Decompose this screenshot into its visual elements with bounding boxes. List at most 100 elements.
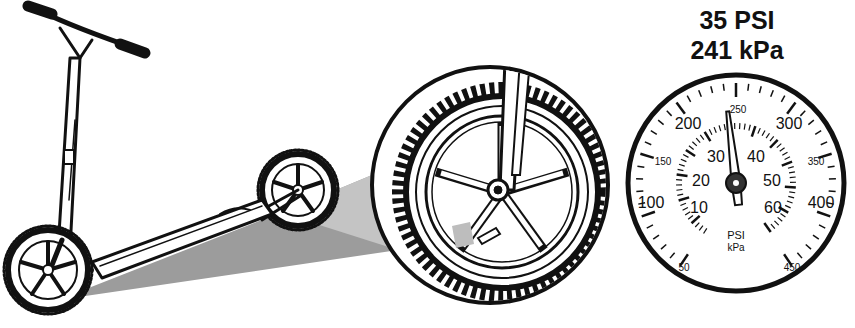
kpa-tick — [735, 83, 738, 97]
kpa-scale-number: 100 — [638, 195, 665, 211]
psi-tick — [778, 217, 783, 221]
spokes — [274, 165, 322, 211]
kpa-tick — [711, 86, 713, 93]
zoom-detail — [398, 60, 606, 296]
kpa-scale-number: 450 — [784, 263, 801, 273]
psi-tick — [676, 179, 682, 181]
psi-tick — [692, 216, 700, 223]
psi-tick — [780, 148, 785, 152]
deck — [92, 200, 272, 278]
psi-tick — [683, 155, 688, 158]
kpa-tick — [819, 225, 825, 228]
psi-tick — [677, 194, 683, 195]
kpa-tick — [642, 212, 655, 217]
psi-tick — [764, 223, 770, 232]
psi-scale-number: 50 — [763, 173, 781, 189]
psi-tick — [683, 208, 688, 211]
kpa-tick — [797, 253, 802, 258]
psi-tick — [681, 159, 687, 161]
kpa-tick — [699, 90, 702, 96]
kpa-scale-number: 250 — [730, 105, 747, 115]
psi-tick — [689, 146, 694, 150]
kpa-tick — [787, 103, 795, 114]
psi-tick — [734, 123, 735, 129]
column — [58, 58, 80, 250]
psi-tick — [790, 182, 796, 183]
psi-tick — [785, 205, 790, 207]
grip — [28, 6, 52, 14]
psi-tick — [696, 138, 700, 142]
kpa-tick — [667, 111, 672, 116]
psi-tick — [686, 150, 695, 156]
kpa-tick — [661, 245, 666, 250]
kpa-tick — [771, 90, 774, 96]
kpa-tick — [817, 212, 830, 217]
unit-label: kPa — [727, 243, 744, 253]
kpa-tick — [781, 96, 784, 102]
psi-tick — [789, 172, 795, 173]
kpa-tick — [723, 84, 725, 91]
psi-tick — [770, 140, 778, 148]
kpa-tick — [670, 253, 675, 258]
psi-tick — [676, 189, 682, 191]
kpa-tick — [636, 190, 643, 192]
kpa-tick — [828, 166, 835, 167]
psi-tick — [782, 162, 792, 166]
psi-tick — [787, 201, 793, 203]
psi-scale-number: 10 — [690, 200, 708, 216]
kpa-tick — [677, 103, 685, 114]
spokes — [21, 242, 75, 294]
reading-psi: 35 PSI — [699, 8, 774, 33]
kpa-tick — [829, 190, 836, 192]
psi-scale-number: 60 — [764, 200, 782, 216]
gauge-knob — [726, 173, 746, 193]
kpa-tick — [821, 142, 827, 145]
kpa-scale-number: 350 — [808, 157, 825, 167]
psi-tick — [680, 203, 686, 205]
kpa-tick — [808, 120, 813, 124]
rim — [19, 241, 77, 299]
psi-tick — [777, 144, 782, 148]
psi-tick — [766, 133, 769, 138]
psi-tick — [771, 224, 775, 229]
kpa-tick — [636, 178, 643, 180]
zoom-beam — [58, 160, 408, 300]
kpa-tick — [653, 235, 659, 239]
kpa-scale-number: 400 — [808, 195, 835, 211]
psi-tick — [700, 135, 704, 140]
psi-tick — [709, 129, 712, 134]
psi-tick — [774, 221, 778, 225]
kpa-scale-number: 150 — [655, 157, 672, 167]
gauge-face — [628, 75, 844, 291]
psi-tick — [699, 226, 703, 231]
psi-tick — [677, 174, 688, 176]
kpa-tick — [747, 84, 749, 91]
gauge-pin — [733, 180, 739, 186]
kpa-tick — [813, 235, 819, 239]
tire — [8, 230, 88, 310]
unit-label: PSI — [727, 230, 745, 241]
psi-tick — [679, 164, 685, 166]
zoom-circle — [372, 67, 608, 303]
kpa-tick — [687, 96, 690, 102]
psi-scale-number: 30 — [707, 149, 725, 165]
kpa-tick — [645, 142, 651, 145]
kpa-tick — [815, 131, 821, 135]
kpa-tick — [637, 166, 644, 167]
psi-tick — [782, 152, 787, 155]
psi-tick — [714, 127, 716, 133]
tire-tread — [258, 150, 338, 230]
psi-tick — [688, 216, 693, 220]
psi-tick — [704, 228, 707, 233]
kpa-tick — [829, 178, 836, 180]
reading-kpa: 241 kPa — [690, 38, 783, 63]
psi-tick — [770, 136, 774, 141]
psi-tick — [749, 125, 750, 131]
kpa-scale-number: 200 — [675, 116, 702, 132]
psi-tick — [762, 130, 765, 135]
scooter — [4, 6, 338, 314]
psi-tick — [678, 169, 684, 170]
psi-tick — [679, 197, 690, 200]
psi-tick — [752, 126, 756, 136]
